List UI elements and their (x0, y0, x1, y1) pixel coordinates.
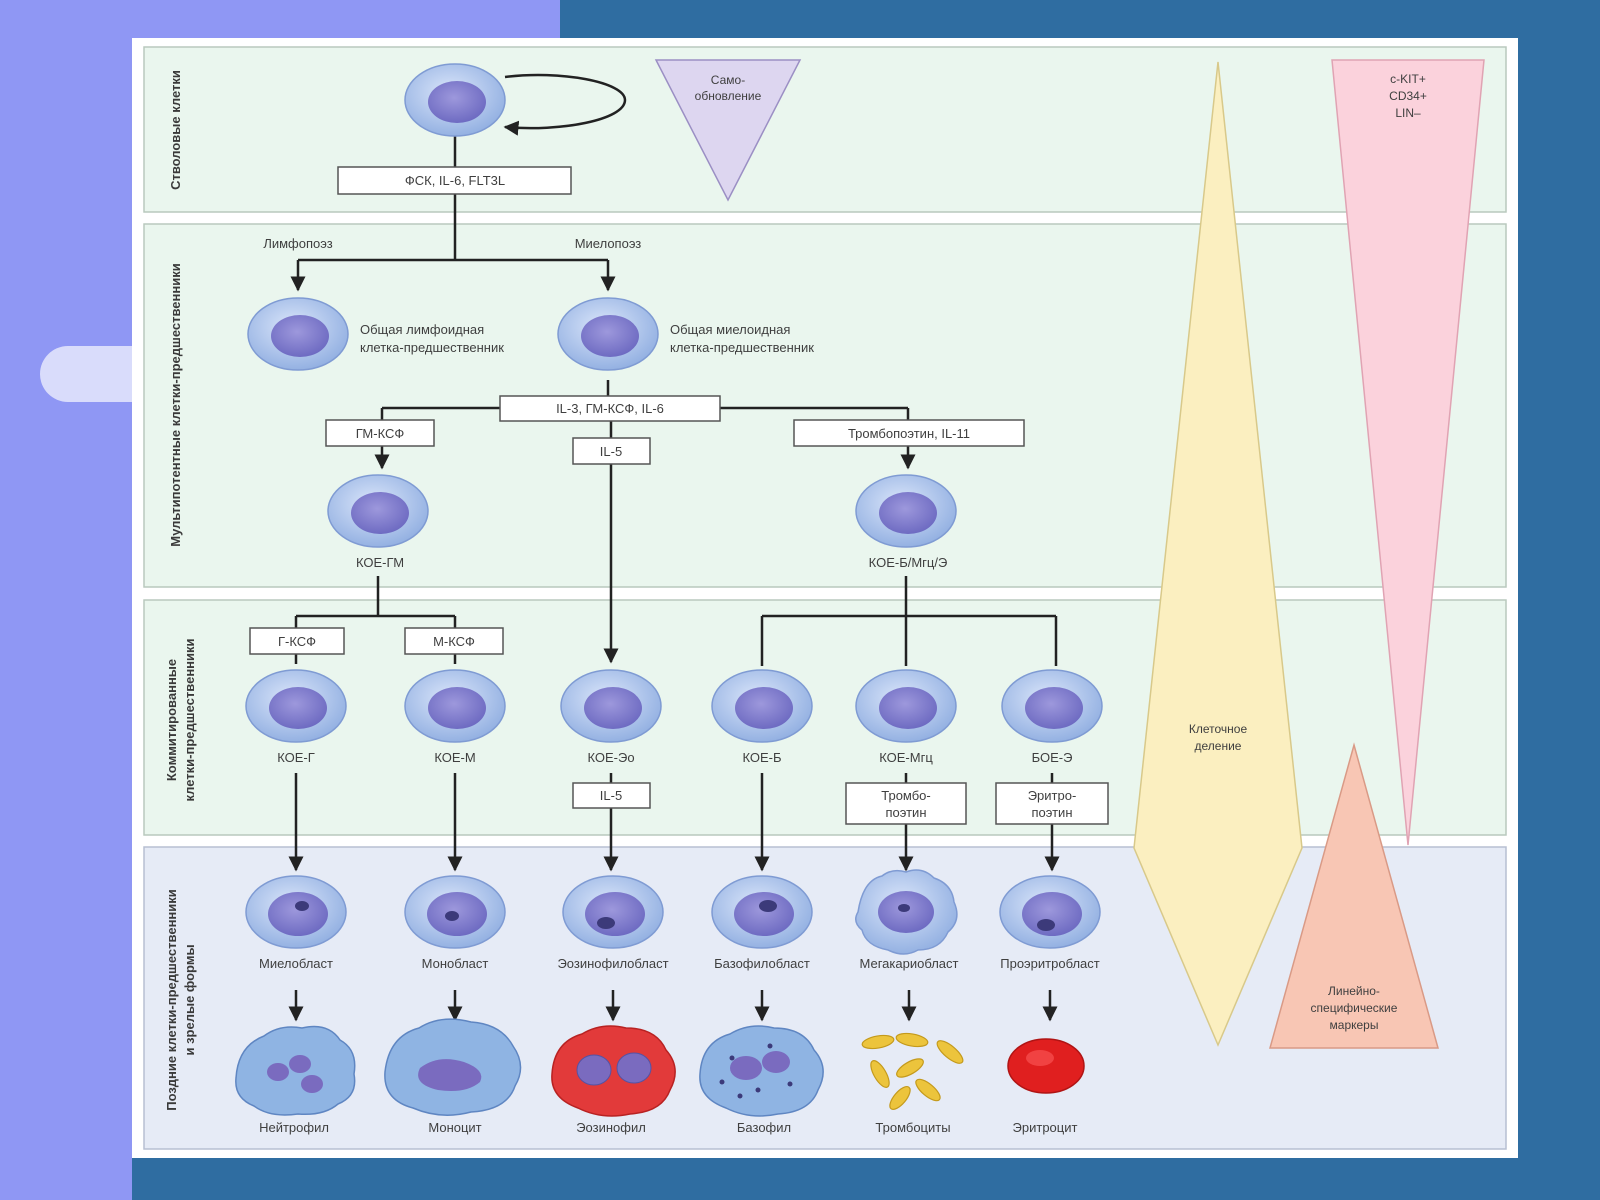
surface-marker-lin: LIN– (1395, 106, 1421, 120)
surface-marker-ckit: c-KIT+ (1390, 72, 1426, 86)
svg-text:Тромбо-: Тромбо- (881, 788, 930, 803)
neutrophil-cell (235, 1025, 356, 1116)
myeloid-progenitor-label-1: Общая миелоидная (670, 322, 790, 337)
svg-text:IL-5: IL-5 (600, 788, 622, 803)
cell-division-diamond (1133, 61, 1303, 1047)
band-title-stem: Стволовые клетки (168, 70, 183, 190)
connector-lines (288, 135, 1060, 1022)
band-title-late-2: и зрелые формы (182, 944, 197, 1055)
svg-text:Г-КСФ: Г-КСФ (278, 634, 316, 649)
megakaryoblast-cell (855, 869, 958, 955)
cfu-eo-cell (560, 669, 662, 743)
band-title-late-1: Поздние клетки-предшественники (164, 889, 179, 1111)
hematopoiesis-diagram: Стволовые клетки Мультипотентные клетки-… (143, 46, 1507, 1150)
committed-label-cfu-g: КОЕ-Г (277, 750, 315, 765)
platelets-cells (861, 1032, 964, 1110)
svg-text:поэтин: поэтин (1031, 805, 1072, 820)
svg-text:IL-5: IL-5 (600, 444, 622, 459)
self-renewal-label-2: обновление (695, 89, 762, 103)
surface-marker-cd34: CD34+ (1389, 89, 1427, 103)
cfu-g-cell (245, 669, 347, 743)
factor-box-stem: ФСК, IL-6, FLT3L (337, 166, 572, 195)
cfu-mk-cell (855, 669, 957, 743)
common-myeloid-progenitor-cell (557, 297, 659, 371)
mature-label-platelets: Тромбоциты (875, 1120, 950, 1135)
self-renewal-arrow (503, 73, 627, 136)
svg-text:Тромбопоэтин, IL-11: Тромбопоэтин, IL-11 (848, 426, 970, 441)
lineage-markers-triangle (1269, 742, 1439, 1049)
band-title-multipotent: Мультипотентные клетки-предшественники (168, 263, 183, 546)
factor-box-il5-top: IL-5 (572, 437, 651, 465)
svg-text:Эритро-: Эритро- (1028, 788, 1077, 803)
factor-box-multi: IL-3, ГМ-КСФ, IL-6 (499, 395, 721, 422)
erythrocyte-cell (1007, 1038, 1085, 1094)
svg-text:ГМ-КСФ: ГМ-КСФ (356, 426, 405, 441)
mature-label-monocyte: Моноцит (428, 1120, 481, 1135)
slide-card: Стволовые клетки Мультипотентные клетки-… (132, 38, 1518, 1158)
blast-label-monoblast: Монобласт (422, 956, 489, 971)
mature-label-basophil: Базофил (737, 1120, 791, 1135)
lineage-markers-label-2: специфические (1311, 1001, 1398, 1015)
common-lymphoid-progenitor-cell (247, 297, 349, 371)
cfu-b-cell (711, 669, 813, 743)
cfu-b-mk-e-cell (855, 474, 957, 548)
myelopoiesis-label: Миелопоэз (575, 236, 642, 251)
cell-division-label-2: деление (1195, 739, 1242, 753)
myeloid-progenitor-label-2: клетка-предшественник (670, 340, 814, 355)
svg-text:поэтин: поэтин (885, 805, 926, 820)
band-committed (143, 599, 1507, 836)
committed-label-bfu-e: БОЕ-Э (1032, 750, 1073, 765)
cfu-b-mk-e-label: КОЕ-Б/Мгц/Э (869, 555, 948, 570)
cell-division-label-1: Клеточное (1189, 722, 1248, 736)
committed-label-cfu-m: КОЕ-М (434, 750, 475, 765)
blast-label-megakaryoblast: Мегакариобласт (860, 956, 959, 971)
mature-label-eosinophil: Эозинофил (576, 1120, 646, 1135)
self-renewal-label-1: Само- (711, 73, 745, 87)
lymphoid-progenitor-label-1: Общая лимфоидная (360, 322, 484, 337)
basophiloblast-cell (711, 875, 813, 949)
monocyte-cell (384, 1018, 522, 1116)
myeloblast-cell (245, 875, 347, 949)
committed-label-cfu-mk: КОЕ-Мгц (879, 750, 933, 765)
blast-label-basophiloblast: Базофилобласт (714, 956, 810, 971)
blast-label-proerythroblast: Проэритробласт (1000, 956, 1100, 971)
lymphopoiesis-label: Лимфопоэз (263, 236, 332, 251)
factor-box-tpo-il11: Тромбопоэтин, IL-11 (793, 419, 1025, 447)
bfu-e-cell (1001, 669, 1103, 743)
background-bottom-strip (132, 1158, 1600, 1200)
band-title-committed-2: клетки-предшественники (182, 638, 197, 801)
eosinophiloblast-cell (562, 875, 664, 949)
proerythroblast-cell (999, 875, 1101, 949)
factor-box-m-csf: М-КСФ (404, 627, 504, 655)
self-renewal-triangle (654, 59, 802, 202)
committed-label-cfu-b: КОЕ-Б (742, 750, 781, 765)
eosinophil-cell (551, 1025, 676, 1117)
factor-box-erythropoietin: Эритро- поэтин (995, 782, 1109, 825)
monoblast-cell (404, 875, 506, 949)
cfu-gm-cell (327, 474, 429, 548)
lineage-markers-label-1: Линейно- (1328, 984, 1380, 998)
band-title-committed-1: Коммитированные (164, 659, 179, 781)
svg-text:IL-3, ГМ-КСФ, IL-6: IL-3, ГМ-КСФ, IL-6 (556, 401, 664, 416)
blast-label-myeloblast: Миелобласт (259, 956, 333, 971)
basophil-cell (699, 1025, 824, 1117)
surface-markers-triangle (1331, 59, 1485, 846)
cfu-m-cell (404, 669, 506, 743)
factor-box-thrombopoietin: Тромбо- поэтин (845, 782, 967, 825)
mature-label-neutrophil: Нейтрофил (259, 1120, 329, 1135)
svg-text:М-КСФ: М-КСФ (433, 634, 475, 649)
lineage-markers-label-3: маркеры (1330, 1018, 1379, 1032)
cfu-gm-label: КОЕ-ГМ (356, 555, 404, 570)
lymphoid-progenitor-label-2: клетка-предшественник (360, 340, 504, 355)
svg-text:ФСК, IL-6, FLT3L: ФСК, IL-6, FLT3L (405, 173, 505, 188)
stem-cell (404, 63, 506, 137)
mature-label-erythrocyte: Эритроцит (1013, 1120, 1078, 1135)
factor-box-gm-csf: ГМ-КСФ (325, 419, 435, 447)
factor-box-g-csf: Г-КСФ (249, 627, 345, 655)
blast-label-eosinophiloblast: Эозинофилобласт (557, 956, 668, 971)
committed-label-cfu-eo: КОЕ-Эо (587, 750, 634, 765)
factor-box-il5-low: IL-5 (572, 782, 651, 809)
